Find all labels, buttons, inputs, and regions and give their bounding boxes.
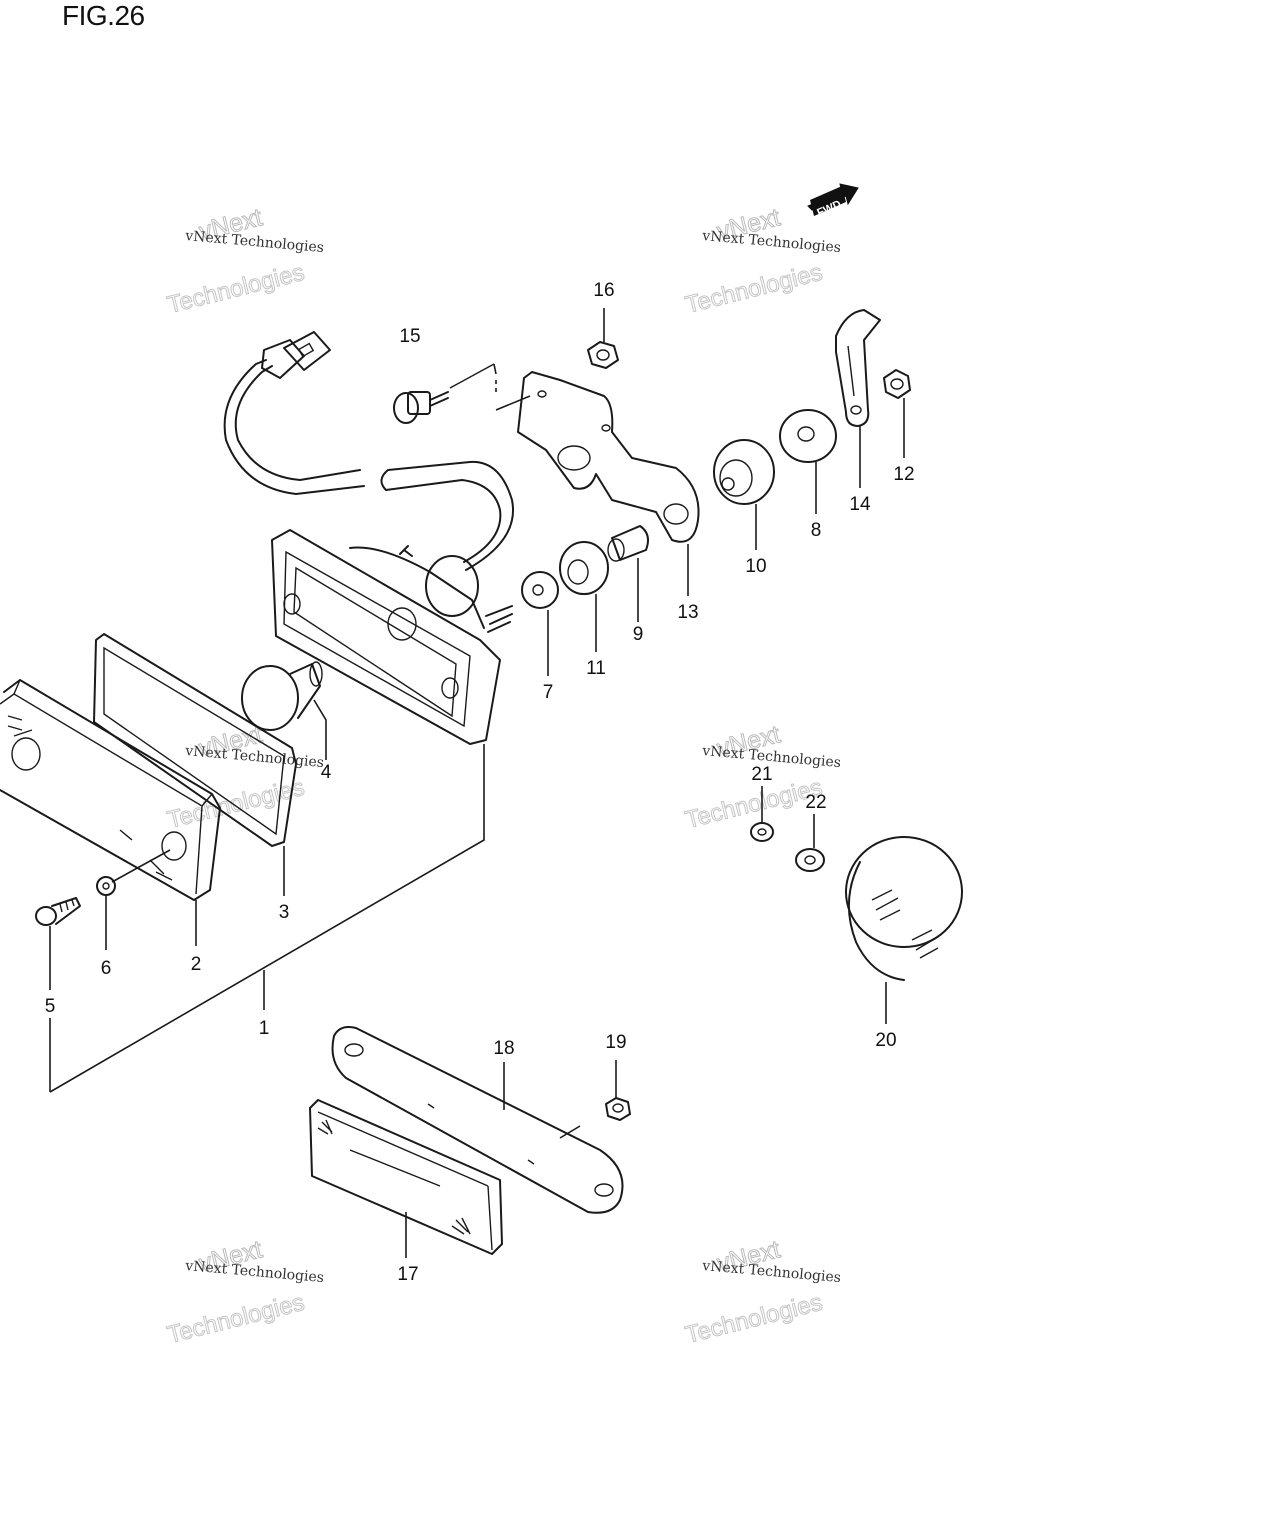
watermark: vNext Technologies vNext Technologies: [682, 1235, 841, 1350]
washer-6: [96, 876, 116, 896]
callout-5: 5: [45, 996, 56, 1017]
callout-18: 18: [493, 1038, 514, 1059]
callout-7: 7: [543, 682, 554, 703]
callout-12: 12: [893, 464, 914, 485]
watermark: vNext Technologies vNext Technologies: [682, 203, 841, 320]
callout-3: 3: [279, 902, 290, 923]
grommet-11: [559, 541, 609, 595]
callout-1: 1: [259, 1018, 270, 1039]
callout-11: 11: [586, 658, 606, 679]
nut-19: [605, 1097, 631, 1121]
callout-13: 13: [677, 602, 698, 623]
bracket-strap: [835, 309, 881, 427]
mounting-bracket: [517, 371, 700, 543]
washer-8: [779, 409, 837, 463]
svg-text:Technologies: Technologies: [165, 1289, 307, 1349]
callout-22: 22: [805, 792, 826, 813]
lamp-housing: [271, 529, 513, 745]
watermark: vNext Technologies vNext Technologies: [164, 1235, 324, 1350]
washer-7: [521, 571, 559, 609]
callout-10: 10: [745, 556, 766, 577]
callout-6: 6: [101, 958, 112, 979]
collar-9: [607, 525, 649, 562]
washer-22: [795, 848, 825, 872]
nut-21: [750, 822, 774, 842]
callout-15: 15: [399, 326, 420, 347]
callout-19: 19: [605, 1032, 626, 1053]
callout-14: 14: [849, 494, 871, 515]
grommet-10: [713, 439, 775, 505]
callout-20: 20: [875, 1030, 896, 1051]
figure-title: FIG.26: [62, 0, 145, 31]
bulb: [241, 661, 323, 731]
callout-17: 17: [397, 1264, 418, 1285]
callout-labels: 1 2 3 4 5 6 7 8 9 10 11 12 13 14 15 16 1…: [45, 280, 915, 1285]
callout-16: 16: [593, 280, 614, 301]
svg-text:Technologies: Technologies: [683, 259, 825, 319]
svg-text:Technologies: Technologies: [165, 259, 307, 319]
callout-4: 4: [321, 762, 332, 783]
fwd-arrow-icon: FWD: [807, 183, 859, 219]
nut-16: [587, 341, 619, 369]
watermark: vNext Technologies vNext Technologies: [164, 203, 324, 320]
watermark: vNext Technologies vNext Technologies: [164, 720, 324, 835]
reflector-strip: [309, 1099, 503, 1255]
reflector-bracket: [331, 1026, 624, 1214]
callout-8: 8: [811, 520, 822, 541]
nut-12: [883, 369, 911, 399]
svg-text:Technologies: Technologies: [683, 1289, 825, 1349]
callout-9: 9: [633, 624, 644, 645]
callout-21: 21: [751, 764, 772, 785]
bolt-15: [393, 363, 495, 424]
screw: [35, 897, 81, 926]
round-reflector: [845, 836, 963, 981]
callout-2: 2: [191, 954, 202, 975]
wiring-harness: [223, 331, 514, 571]
leader-lines: [49, 308, 905, 1258]
lamp-lens: [0, 679, 221, 901]
